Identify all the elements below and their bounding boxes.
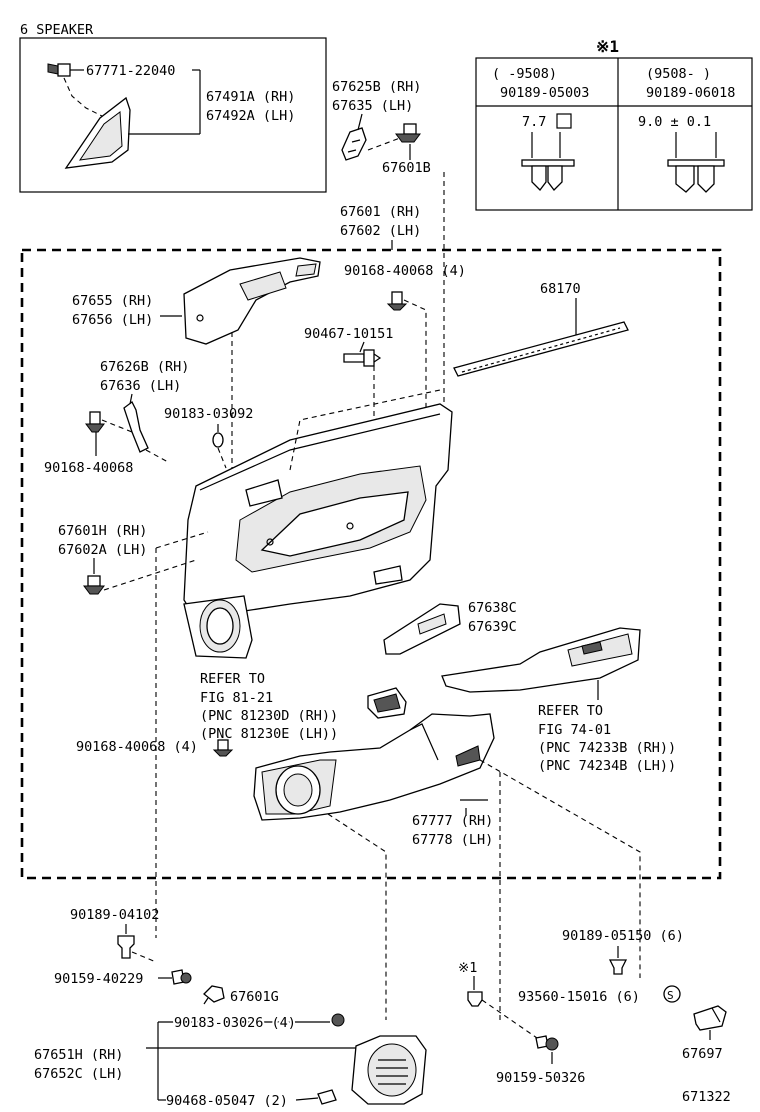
- note-col2-range: (9508- ): [646, 66, 711, 82]
- lower-panel-67777: [253, 713, 495, 821]
- label-refer1-d: (PNC 81230E (LH)): [200, 726, 338, 742]
- label-67697: 67697: [682, 1046, 723, 1062]
- note-col2-dim: 9.0 ± 0.1: [638, 114, 711, 130]
- label-90168-40068-c: 90168-40068 (4): [76, 739, 198, 755]
- label-67601: 67601 (RH): [340, 204, 421, 220]
- bezel-67638c: [383, 603, 461, 655]
- label-refer2-d: (PNC 74234B (LH)): [538, 758, 676, 774]
- note-col2-part: 90189-06018: [646, 85, 735, 101]
- bracket-67625b: [341, 127, 367, 161]
- label-67771-22040: 67771-22040: [86, 63, 175, 79]
- label-93560-15016: 93560-15016 (6): [518, 989, 640, 1005]
- label-refer2-c: (PNC 74233B (RH)): [538, 740, 676, 756]
- label-refer2-a: REFER TO: [538, 703, 603, 719]
- clip-90168-c: [212, 739, 234, 757]
- speaker-grille-67651h: [351, 1035, 427, 1105]
- nut-90183-03026: [331, 1013, 345, 1027]
- note-col1-part: 90189-05003: [500, 85, 589, 101]
- fastener-90467: [343, 349, 382, 367]
- note-col1-dim: 7.7: [522, 114, 546, 130]
- screw-90159-40229: [171, 969, 192, 985]
- label-67636: 67636 (LH): [100, 378, 181, 394]
- label-refer1-a: REFER TO: [200, 671, 265, 687]
- label-90168-40068-a: 90168-40068 (4): [344, 263, 466, 279]
- label-90183-03092: 90183-03092: [164, 406, 253, 422]
- lamp-81230: [367, 687, 407, 719]
- clip-90189-05150: [608, 959, 628, 975]
- label-67651h: 67651H (RH): [34, 1047, 123, 1063]
- label-90189-05150: 90189-05150 (6): [562, 928, 684, 944]
- speaker-inset-border: [19, 37, 327, 193]
- clip-90168-b: [85, 411, 105, 433]
- clip-67601h: [83, 575, 105, 595]
- door-trim-panel-67601: [183, 389, 453, 659]
- label-67602a: 67602A (LH): [58, 542, 147, 558]
- label-67601g: 67601G: [230, 989, 279, 1005]
- speaker-cover-67491a: [64, 96, 131, 169]
- clip-90189-04102: [117, 935, 135, 959]
- label-67625b: 67625B (RH): [332, 79, 421, 95]
- label-67601h: 67601H (RH): [58, 523, 147, 539]
- label-67656: 67656 (LH): [72, 312, 153, 328]
- clip-90468-05047: [317, 1089, 337, 1105]
- label-67777: 67777 (RH): [412, 813, 493, 829]
- label-90189-04102: 90189-04102: [70, 907, 159, 923]
- label-90183-03026: 90183-03026 (4): [174, 1015, 296, 1031]
- speaker-inset-title: 6 SPEAKER: [20, 22, 94, 38]
- screw-93560-15016: S: [663, 985, 681, 1003]
- bracket-67626b: [123, 401, 149, 453]
- note-table-title: ※1: [596, 37, 619, 56]
- label-67601b: 67601B: [382, 160, 431, 176]
- label-67638c: 67638C: [468, 600, 517, 616]
- label-67491a: 67491A (RH): [206, 89, 295, 105]
- label-67655: 67655 (RH): [72, 293, 153, 309]
- armrest-74-01: [441, 627, 641, 693]
- label-refer1-b: FIG 81-21: [200, 690, 273, 706]
- screw-90159-50326: [535, 1035, 559, 1051]
- label-67652c: 67652C (LH): [34, 1066, 123, 1082]
- clip-67601b: [395, 123, 421, 143]
- clip-90189-06018: 9.0 ± 0.1: [638, 114, 725, 193]
- label-90159-50326: 90159-50326: [496, 1070, 585, 1086]
- label-67639c: 67639C: [468, 619, 517, 635]
- label-90468-05047: 90468-05047 (2): [166, 1093, 288, 1109]
- label-refer1-c: (PNC 81230D (RH)): [200, 708, 338, 724]
- label-67635: 67635 (LH): [332, 98, 413, 114]
- circle-s-icon: S: [667, 989, 674, 1002]
- clip-90189-05003: 7.7: [521, 113, 575, 191]
- clip-67601g: [203, 985, 225, 1005]
- label-90467-10151: 90467-10151: [304, 326, 393, 342]
- label-90159-40229: 90159-40229: [54, 971, 143, 987]
- label-67626b: 67626B (RH): [100, 359, 189, 375]
- note-table-border: [475, 57, 753, 211]
- label-68170: 68170: [540, 281, 581, 297]
- speaker-inset: 6 SPEAKER 67771-22040 67491A (RH) 67492A…: [19, 22, 327, 193]
- assembly-frame: [20, 248, 722, 880]
- note-table: ※1 ( -9508) 90189-05003 (9508- ) 90189-0…: [475, 37, 753, 211]
- cap-67697: [693, 1005, 727, 1031]
- clip-90168-a: [386, 291, 408, 311]
- label-67492a: 67492A (LH): [206, 108, 295, 124]
- label-refer2-b: FIG 74-01: [538, 722, 611, 738]
- washer-90183-03092: [212, 432, 224, 448]
- clip-star1: [467, 991, 483, 1007]
- label-90168-40068-b: 90168-40068: [44, 460, 133, 476]
- diagram-code: 671322: [682, 1089, 731, 1105]
- label-star1: ※1: [458, 960, 477, 976]
- armrest-trim-67655: [183, 257, 321, 345]
- screw-67771: [47, 63, 71, 77]
- label-67602: 67602 (LH): [340, 223, 421, 239]
- note-col1-range: ( -9508): [492, 66, 557, 82]
- label-67778: 67778 (LH): [412, 832, 493, 848]
- weatherstrip-68170: [453, 321, 629, 377]
